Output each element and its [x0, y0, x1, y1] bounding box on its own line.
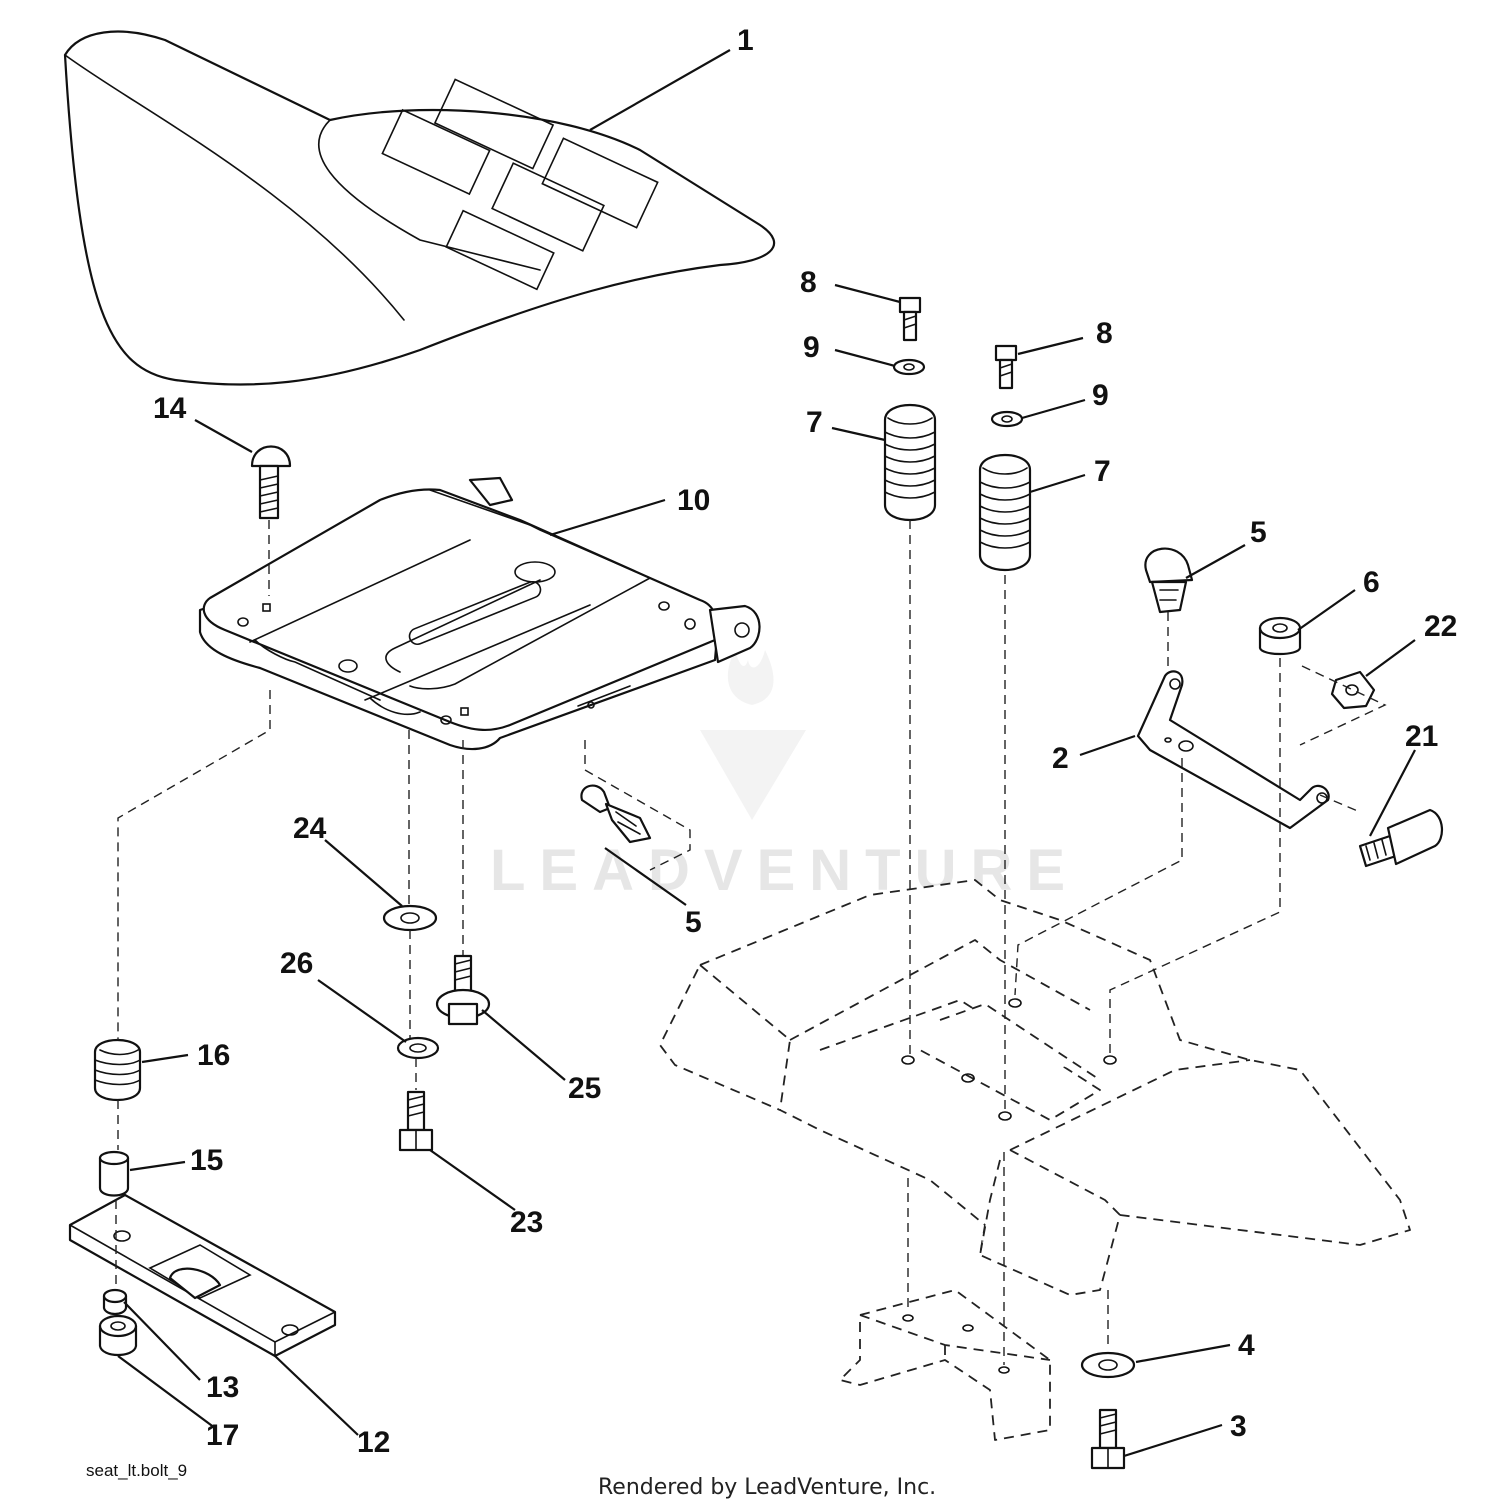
callout-9-right: 9 [1092, 379, 1109, 412]
callout-9-left: 9 [803, 331, 820, 364]
flange-nut-13-part [102, 1288, 128, 1316]
hex-nut-6-part [1258, 616, 1302, 656]
callout-7-left: 7 [806, 406, 823, 439]
lower-bracket-outline [839, 1289, 1051, 1441]
footer-credit: Rendered by LeadVenture, Inc. [598, 1475, 936, 1500]
carriage-bolt-part [250, 445, 292, 520]
callout-16: 16 [197, 1039, 230, 1072]
fender-frame-outline [659, 879, 1411, 1296]
bushing-clip-left-part [580, 784, 652, 844]
spring-7-left-part [883, 403, 937, 522]
callout-1: 1 [737, 24, 754, 57]
spring-16-part [93, 1039, 142, 1101]
callout-24: 24 [293, 812, 327, 845]
callout-5-right: 5 [1250, 516, 1267, 549]
callout-23: 23 [510, 1206, 543, 1239]
hex-bolt-3-part [1090, 1408, 1126, 1470]
shoulder-bolt-part [435, 954, 491, 1026]
assembly-lines [115, 520, 1387, 1365]
callout-6: 6 [1363, 566, 1380, 599]
callout-8-right: 8 [1096, 317, 1113, 350]
callout-21: 21 [1405, 720, 1438, 753]
washer-24-part [382, 904, 438, 932]
hex-bolt-8-left-part [898, 296, 922, 342]
flange-bolt-21-part [1358, 808, 1443, 868]
callout-3: 3 [1230, 1410, 1247, 1443]
seat-pan-part [198, 476, 761, 751]
callout-5-left: 5 [685, 906, 702, 939]
washer-9-right-part [990, 410, 1024, 428]
callout-25: 25 [568, 1072, 601, 1105]
washer-4-part [1080, 1351, 1136, 1379]
flange-nut-17-part [98, 1314, 138, 1357]
callout-22: 22 [1424, 610, 1457, 643]
callout-10: 10 [677, 484, 710, 517]
callout-15: 15 [190, 1144, 223, 1177]
callout-4: 4 [1238, 1329, 1255, 1362]
callout-14: 14 [153, 392, 187, 425]
spacer-part [98, 1150, 130, 1197]
callout-labels: 1 2 3 4 5 5 6 7 7 8 8 9 9 10 12 13 14 15… [153, 24, 1457, 1459]
callout-26: 26 [280, 947, 313, 980]
hex-bolt-8-right-part [994, 344, 1018, 390]
callout-2: 2 [1052, 742, 1069, 775]
callout-13: 13 [206, 1371, 239, 1404]
lock-washer-part [396, 1036, 440, 1060]
washer-9-left-part [892, 358, 926, 376]
hex-bolt-23-part [398, 1090, 434, 1152]
seat-part [63, 30, 775, 386]
callout-7-right: 7 [1094, 455, 1111, 488]
bushing-clip-right-part [1144, 547, 1194, 614]
mounting-bracket-part [1136, 670, 1330, 830]
callout-12: 12 [357, 1426, 390, 1459]
seat-bracket-plate-part [68, 1193, 337, 1358]
callout-17: 17 [206, 1419, 239, 1452]
drawing-id: seat_lt.bolt_9 [86, 1461, 187, 1480]
spring-7-right-part [978, 453, 1032, 572]
hex-nut-22-part [1330, 670, 1376, 710]
callout-8-left: 8 [800, 266, 817, 299]
watermark-logo [700, 650, 806, 820]
leader-lines [117, 49, 1416, 1458]
